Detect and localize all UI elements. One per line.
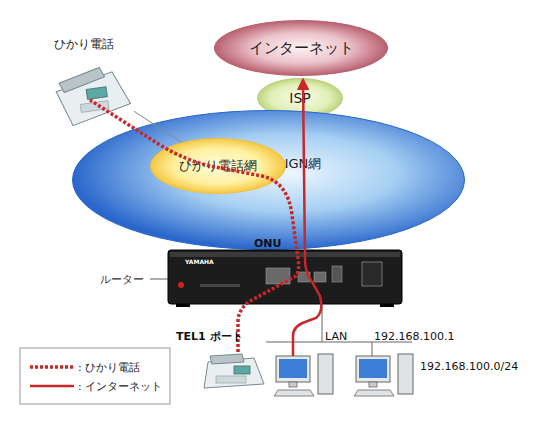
legend-text: : ひかり電話: [78, 360, 140, 375]
pc-keyboard: [274, 390, 314, 396]
phone-handset: [58, 67, 106, 93]
hikari-phone-path: [90, 100, 299, 352]
telephone-illustration: [204, 354, 264, 388]
pc-screen: [279, 359, 307, 378]
pc-monitor: [356, 356, 390, 382]
ip-address: 192.168.100.1: [374, 330, 454, 343]
router-foot: [176, 304, 190, 307]
router-body: [168, 250, 402, 304]
node-label: インターネット: [249, 39, 354, 58]
ellipse-shape: [151, 139, 286, 194]
device-label: ルーター: [100, 272, 144, 287]
ellipse-shape: [73, 111, 465, 250]
router-top-edge: [170, 252, 400, 257]
router-illustration: [168, 250, 402, 307]
router-port: [298, 272, 310, 282]
pc-tower: [318, 354, 333, 394]
phone-keypad: [216, 376, 246, 383]
legend-solid-sample: [30, 385, 74, 388]
pc-stand: [289, 382, 297, 387]
pc-tower: [398, 354, 413, 394]
device-node: ひかり電話: [38, 34, 134, 126]
brand-text: YAMAHA: [185, 258, 214, 265]
legend-text: : インターネット: [78, 379, 162, 394]
pc-screen: [359, 359, 387, 378]
port-label: TEL1 ポート: [176, 329, 243, 344]
network-ellipse: ひかり電話網: [150, 138, 286, 194]
router-port: [266, 268, 290, 284]
router-port: [314, 272, 326, 282]
router-port: [332, 266, 342, 282]
phone-display: [86, 87, 107, 100]
node-label: ひかり電話: [54, 36, 114, 53]
network-ellipse: インターネット: [214, 20, 388, 76]
router-foot: [380, 304, 394, 307]
router-leds: [200, 284, 240, 287]
phone-handset: [210, 354, 244, 364]
subnet-label: 192.168.100.0/24: [420, 360, 518, 373]
node-label: ISP: [289, 90, 310, 106]
legend-dotted-sample: [30, 365, 74, 369]
phone-body: [204, 358, 264, 388]
network-ellipse: NGN網ひかり電話網: [72, 110, 465, 250]
node-label: ひかり電話網: [179, 157, 257, 175]
connector-line: [134, 111, 182, 142]
pc-monitor: [276, 356, 310, 382]
phone-keypad: [80, 101, 109, 113]
legend-frame: [20, 348, 170, 404]
internet-path: [293, 80, 321, 356]
device-label: ONU: [254, 237, 282, 250]
router-switch: [362, 262, 382, 286]
phone-body: [55, 70, 133, 128]
pc-stand: [369, 382, 377, 387]
leader-line: [150, 279, 168, 280]
router-button: [178, 282, 184, 288]
pc-keyboard: [354, 390, 394, 396]
pc-illustration: [274, 354, 333, 396]
telephone-illustration: [54, 64, 133, 127]
pc-illustration: [354, 354, 413, 396]
port-label: LAN: [325, 330, 347, 343]
ellipse-shape: [215, 21, 388, 76]
phone-display: [234, 366, 250, 374]
